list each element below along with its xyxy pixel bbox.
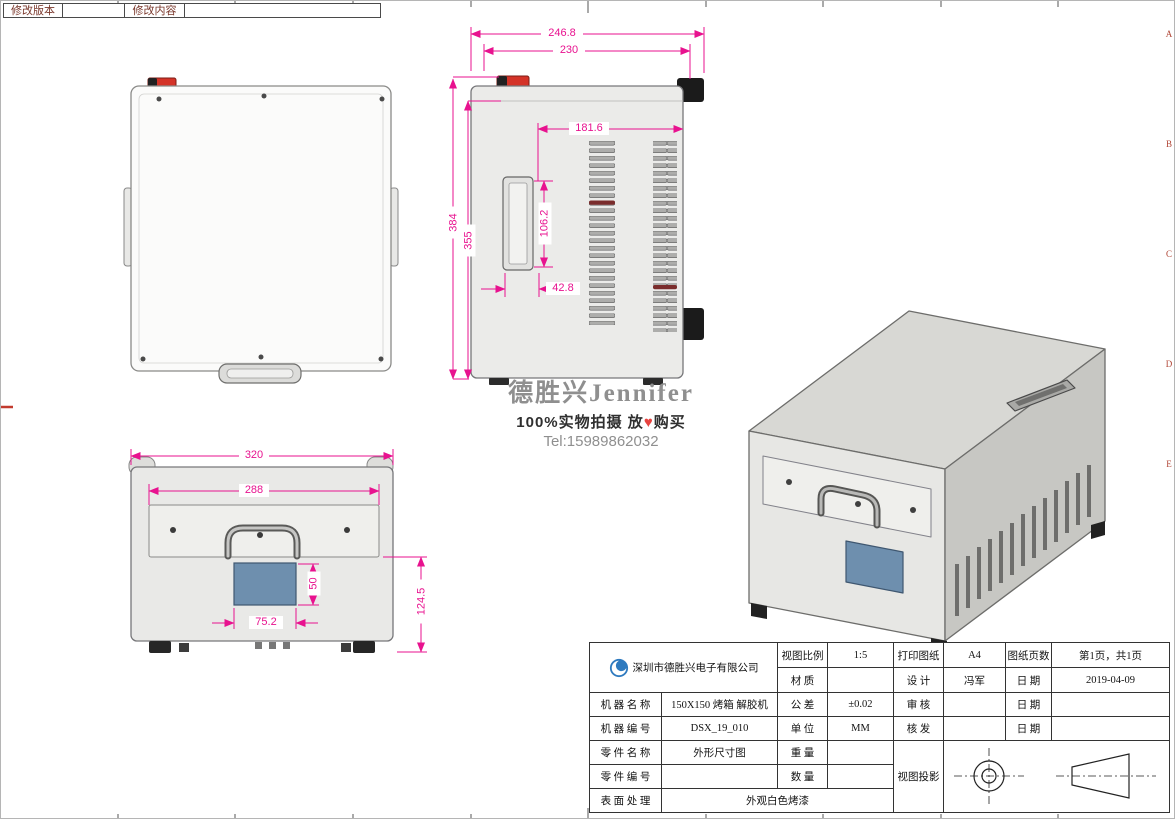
label-unit: 单 位 [777, 716, 828, 741]
dim-side-handle-offset: 42.8 [546, 282, 580, 295]
display-window-iso [845, 540, 904, 594]
label-tolerance: 公 差 [777, 692, 828, 717]
carry-handle-side-view [502, 176, 534, 271]
label-part-name: 零 件 名 称 [589, 740, 662, 765]
value-pages: 第1页，共1页 [1051, 642, 1170, 668]
dim-side-overall-height: 384 [447, 206, 461, 239]
label-review: 审 核 [893, 692, 944, 717]
dim-front-lower-height: 124.5 [415, 579, 429, 624]
front-view-drawing [128, 456, 394, 653]
label-surface: 表 面 处 理 [589, 788, 662, 813]
label-issue: 核 发 [893, 716, 944, 741]
label-machine-no: 机 器 编 号 [589, 716, 662, 741]
company-logo-icon [609, 658, 628, 677]
vent-grille-side [589, 138, 677, 332]
zone-letter-a: A [1165, 29, 1173, 39]
label-projection: 视图投影 [893, 740, 944, 813]
label-date-design: 日 期 [1005, 667, 1052, 693]
label-print-paper: 打印图纸 [893, 642, 944, 668]
value-tolerance: ±0.02 [827, 692, 894, 717]
value-part-name: 外形尺寸图 [661, 740, 778, 765]
label-design: 设 计 [893, 667, 944, 693]
label-machine-name: 机 器 名 称 [589, 692, 662, 717]
front-view-dimension-lines [130, 449, 427, 653]
top-view-body [130, 85, 392, 372]
dim-side-body-height: 355 [462, 224, 476, 257]
rubber-feet-front [149, 641, 375, 653]
value-part-no [661, 764, 778, 789]
label-pages: 图纸页数 [1005, 642, 1052, 668]
dim-front-screen-height: 50 [307, 571, 321, 596]
label-material: 材 质 [777, 667, 828, 693]
label-date-review: 日 期 [1005, 692, 1052, 717]
label-scale: 视图比例 [777, 642, 828, 668]
value-review [943, 692, 1006, 717]
company-cell: 深圳市德胜兴电子有限公司 [589, 642, 778, 693]
company-name: 深圳市德胜兴电子有限公司 [632, 663, 759, 674]
iso-recessed-panel [762, 455, 932, 538]
carry-handle-top-view [218, 363, 302, 384]
revision-content-label: 修改内容 [125, 3, 185, 18]
zone-letter-d: D [1165, 359, 1173, 369]
dim-front-screen-width: 75.2 [249, 616, 283, 629]
label-part-no: 零 件 编 号 [589, 764, 662, 789]
isometric-view-drawing [748, 310, 1106, 655]
front-panel-screws [170, 527, 350, 538]
value-material [827, 667, 894, 693]
revision-version-value [63, 3, 125, 18]
vent-grille-iso [955, 465, 1091, 616]
value-unit: MM [827, 716, 894, 741]
top-view-screws [140, 93, 385, 362]
value-issue-date [1051, 716, 1170, 741]
revision-content-value [185, 3, 381, 18]
connector-top [677, 78, 704, 102]
label-weight: 重 量 [777, 740, 828, 765]
revision-table: 修改版本 修改内容 [3, 3, 381, 18]
revision-version-label: 修改版本 [3, 3, 63, 18]
title-block: 深圳市德胜兴电子有限公司 视图比例 1:5 打印图纸 A4 图纸页数 第1页，共… [589, 642, 1170, 813]
zone-letter-e: E [1166, 459, 1172, 469]
dim-side-vent-span: 181.6 [569, 122, 609, 135]
value-machine-name: 150X150 烤箱 解胶机 [661, 692, 778, 717]
zone-letter-b: B [1165, 139, 1172, 149]
dim-side-overall-width: 246.8 [541, 27, 583, 40]
rubber-feet-side [489, 378, 663, 385]
iso-panel-screws [786, 479, 916, 513]
label-quantity: 数 量 [777, 764, 828, 789]
top-view-drawing [123, 77, 399, 384]
value-scale: 1:5 [827, 642, 894, 668]
value-issue [943, 716, 1006, 741]
dim-side-handle-length: 106.2 [538, 202, 552, 245]
value-designer: 冯军 [943, 667, 1006, 693]
connector-bottom [677, 308, 704, 340]
label-date-issue: 日 期 [1005, 716, 1052, 741]
value-design-date: 2019-04-09 [1051, 667, 1170, 693]
projection-symbols [943, 740, 1170, 813]
value-print-paper: A4 [943, 642, 1006, 668]
carry-handle-iso-front [817, 485, 881, 529]
dim-front-overall-width: 320 [239, 449, 269, 462]
carry-handle-iso-top [1006, 379, 1076, 412]
value-quantity [827, 764, 894, 789]
value-review-date [1051, 692, 1170, 717]
value-weight [827, 740, 894, 765]
dim-side-body-width: 230 [553, 44, 585, 57]
carry-handle-front-view [224, 524, 301, 560]
value-surface: 外观白色烤漆 [661, 788, 894, 813]
value-machine-no: DSX_19_010 [661, 716, 778, 741]
display-window-front [233, 562, 297, 606]
side-view-drawing [470, 75, 704, 385]
dim-front-panel-width: 288 [239, 484, 269, 497]
zone-letter-c: C [1165, 249, 1172, 259]
side-view-dimension-lines [449, 27, 705, 380]
projection-symbol-icon [954, 747, 1156, 804]
